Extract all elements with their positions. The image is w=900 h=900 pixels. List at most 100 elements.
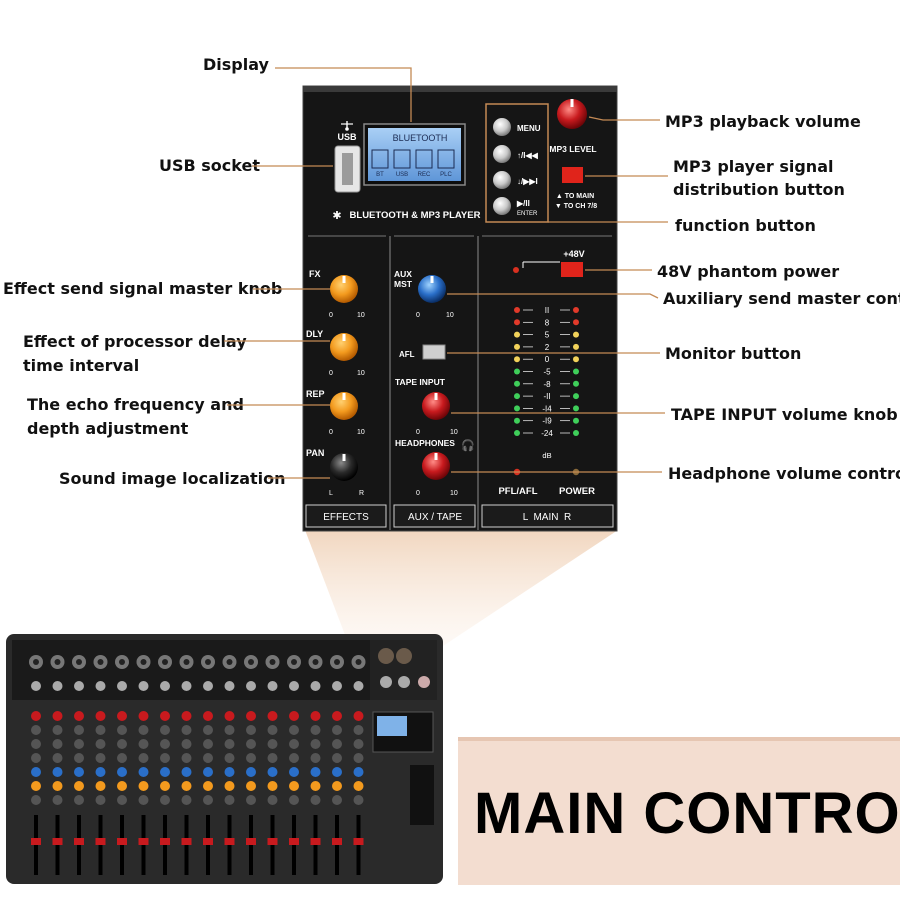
strip-knob — [31, 725, 41, 735]
strip-knob — [332, 753, 342, 763]
meter-led-left — [514, 343, 520, 350]
strip-knob — [246, 781, 256, 791]
strip-knob — [160, 781, 170, 791]
callout-headphone: Headphone volume control — [668, 464, 900, 483]
meter-value-label: 2 — [545, 343, 550, 352]
to-main-label: ▲ TO MAIN — [556, 193, 594, 200]
strip-knob — [224, 795, 235, 805]
xlr-jack-center — [226, 659, 233, 665]
strip-knob — [353, 753, 364, 763]
strip-knob — [224, 781, 235, 791]
tape-input-knob — [422, 392, 450, 420]
meter-led-right — [573, 368, 579, 375]
meter-value-label: -8 — [543, 380, 551, 389]
xlr-jack-center — [269, 659, 276, 665]
strip-knob — [267, 725, 278, 735]
meter-value-label: -5 — [543, 368, 551, 377]
meter-led-right — [573, 430, 579, 436]
strip-knob — [224, 725, 235, 735]
strip-knob — [31, 795, 41, 805]
tape-scale-max: 10 — [450, 429, 458, 436]
fx-scale-max: 10 — [357, 312, 365, 319]
fader-cap — [117, 838, 127, 845]
strip-knob — [181, 739, 192, 749]
rep-scale-max: 10 — [357, 429, 365, 436]
strip-knob — [289, 739, 299, 749]
strip-knob — [181, 781, 192, 791]
zoom-cone — [305, 530, 618, 648]
main-control-banner — [458, 737, 900, 885]
fader-cap — [246, 838, 256, 845]
mixer-photo — [6, 634, 443, 884]
headphone-icon: 🎧 — [461, 439, 475, 452]
fx-label: FX — [309, 269, 321, 279]
line-jack — [203, 681, 213, 691]
strip-knob — [310, 739, 321, 749]
to-ch-label: ▼ TO CH 7/8 — [555, 203, 597, 210]
meter-led-right — [573, 380, 579, 387]
callout-mp3-volume: MP3 playback volume — [665, 112, 861, 131]
xlr-jack-center — [183, 659, 190, 665]
callout-lines — [224, 67, 668, 479]
xlr-jack-center — [291, 659, 297, 665]
strip-knob — [95, 725, 106, 735]
fader-cap — [224, 838, 235, 845]
strip-knob — [31, 753, 41, 763]
callout-aux-master: Auxiliary send master control — [663, 289, 900, 308]
pan-knob — [330, 453, 358, 481]
line-jack — [224, 681, 235, 691]
lcd-icon-usb: USB — [396, 172, 408, 178]
play-button — [493, 197, 511, 215]
line-jack — [310, 681, 321, 691]
next-label: ↓/▶▶I — [517, 177, 538, 186]
fader-cap — [289, 838, 299, 845]
menu-label: MENU — [517, 124, 541, 133]
strip-knob — [224, 753, 235, 763]
hp-scale-max: 10 — [450, 490, 458, 497]
xlr-jack-center — [33, 659, 39, 665]
strip-knob — [353, 739, 364, 749]
line-jack — [138, 681, 149, 691]
xlr-jack-center — [97, 659, 104, 665]
callout-rep-2: depth adjustment — [27, 419, 189, 438]
strip-knob — [332, 795, 342, 805]
strip-knob — [181, 753, 192, 763]
xlr-jack-center — [54, 659, 61, 665]
enter-label: ENTER — [517, 211, 538, 217]
xlr-jack-center — [76, 659, 82, 665]
strip-knob — [117, 767, 127, 777]
strip-knob — [138, 753, 149, 763]
strip-knob — [138, 739, 149, 749]
meter-led-left — [514, 417, 520, 424]
channel-strips — [31, 711, 364, 875]
afl-monitor-button — [422, 344, 446, 360]
strip-knob — [31, 767, 41, 777]
fader-cap — [332, 838, 342, 845]
lcd-icon-rec: REC — [418, 172, 431, 178]
xlr-input-row — [29, 655, 366, 691]
meter-led-right — [573, 331, 579, 338]
strip-knob — [246, 739, 256, 749]
lcd-icon-bt: BT — [376, 172, 384, 178]
xlr-jack-center — [162, 659, 168, 665]
callout-display: Display — [203, 55, 269, 74]
rep-knob — [330, 392, 358, 420]
meter-value-label: II — [545, 306, 549, 315]
meter-led-right — [573, 319, 579, 326]
tape-scale-min: 0 — [416, 429, 420, 436]
xlr-jack-center — [334, 659, 340, 665]
strip-knob — [95, 739, 106, 749]
meter-led-right — [573, 393, 579, 400]
callout-monitor: Monitor button — [665, 344, 802, 363]
line-jack — [31, 681, 41, 691]
mst-label: MST — [394, 279, 413, 289]
strip-knob — [267, 753, 278, 763]
rep-scale-min: 0 — [329, 429, 333, 436]
strip-knob — [267, 767, 278, 777]
strip-knob — [74, 795, 84, 805]
strip-knob — [117, 725, 127, 735]
strip-knob — [203, 781, 213, 791]
strip-knob — [353, 725, 364, 735]
strip-knob — [332, 725, 342, 735]
